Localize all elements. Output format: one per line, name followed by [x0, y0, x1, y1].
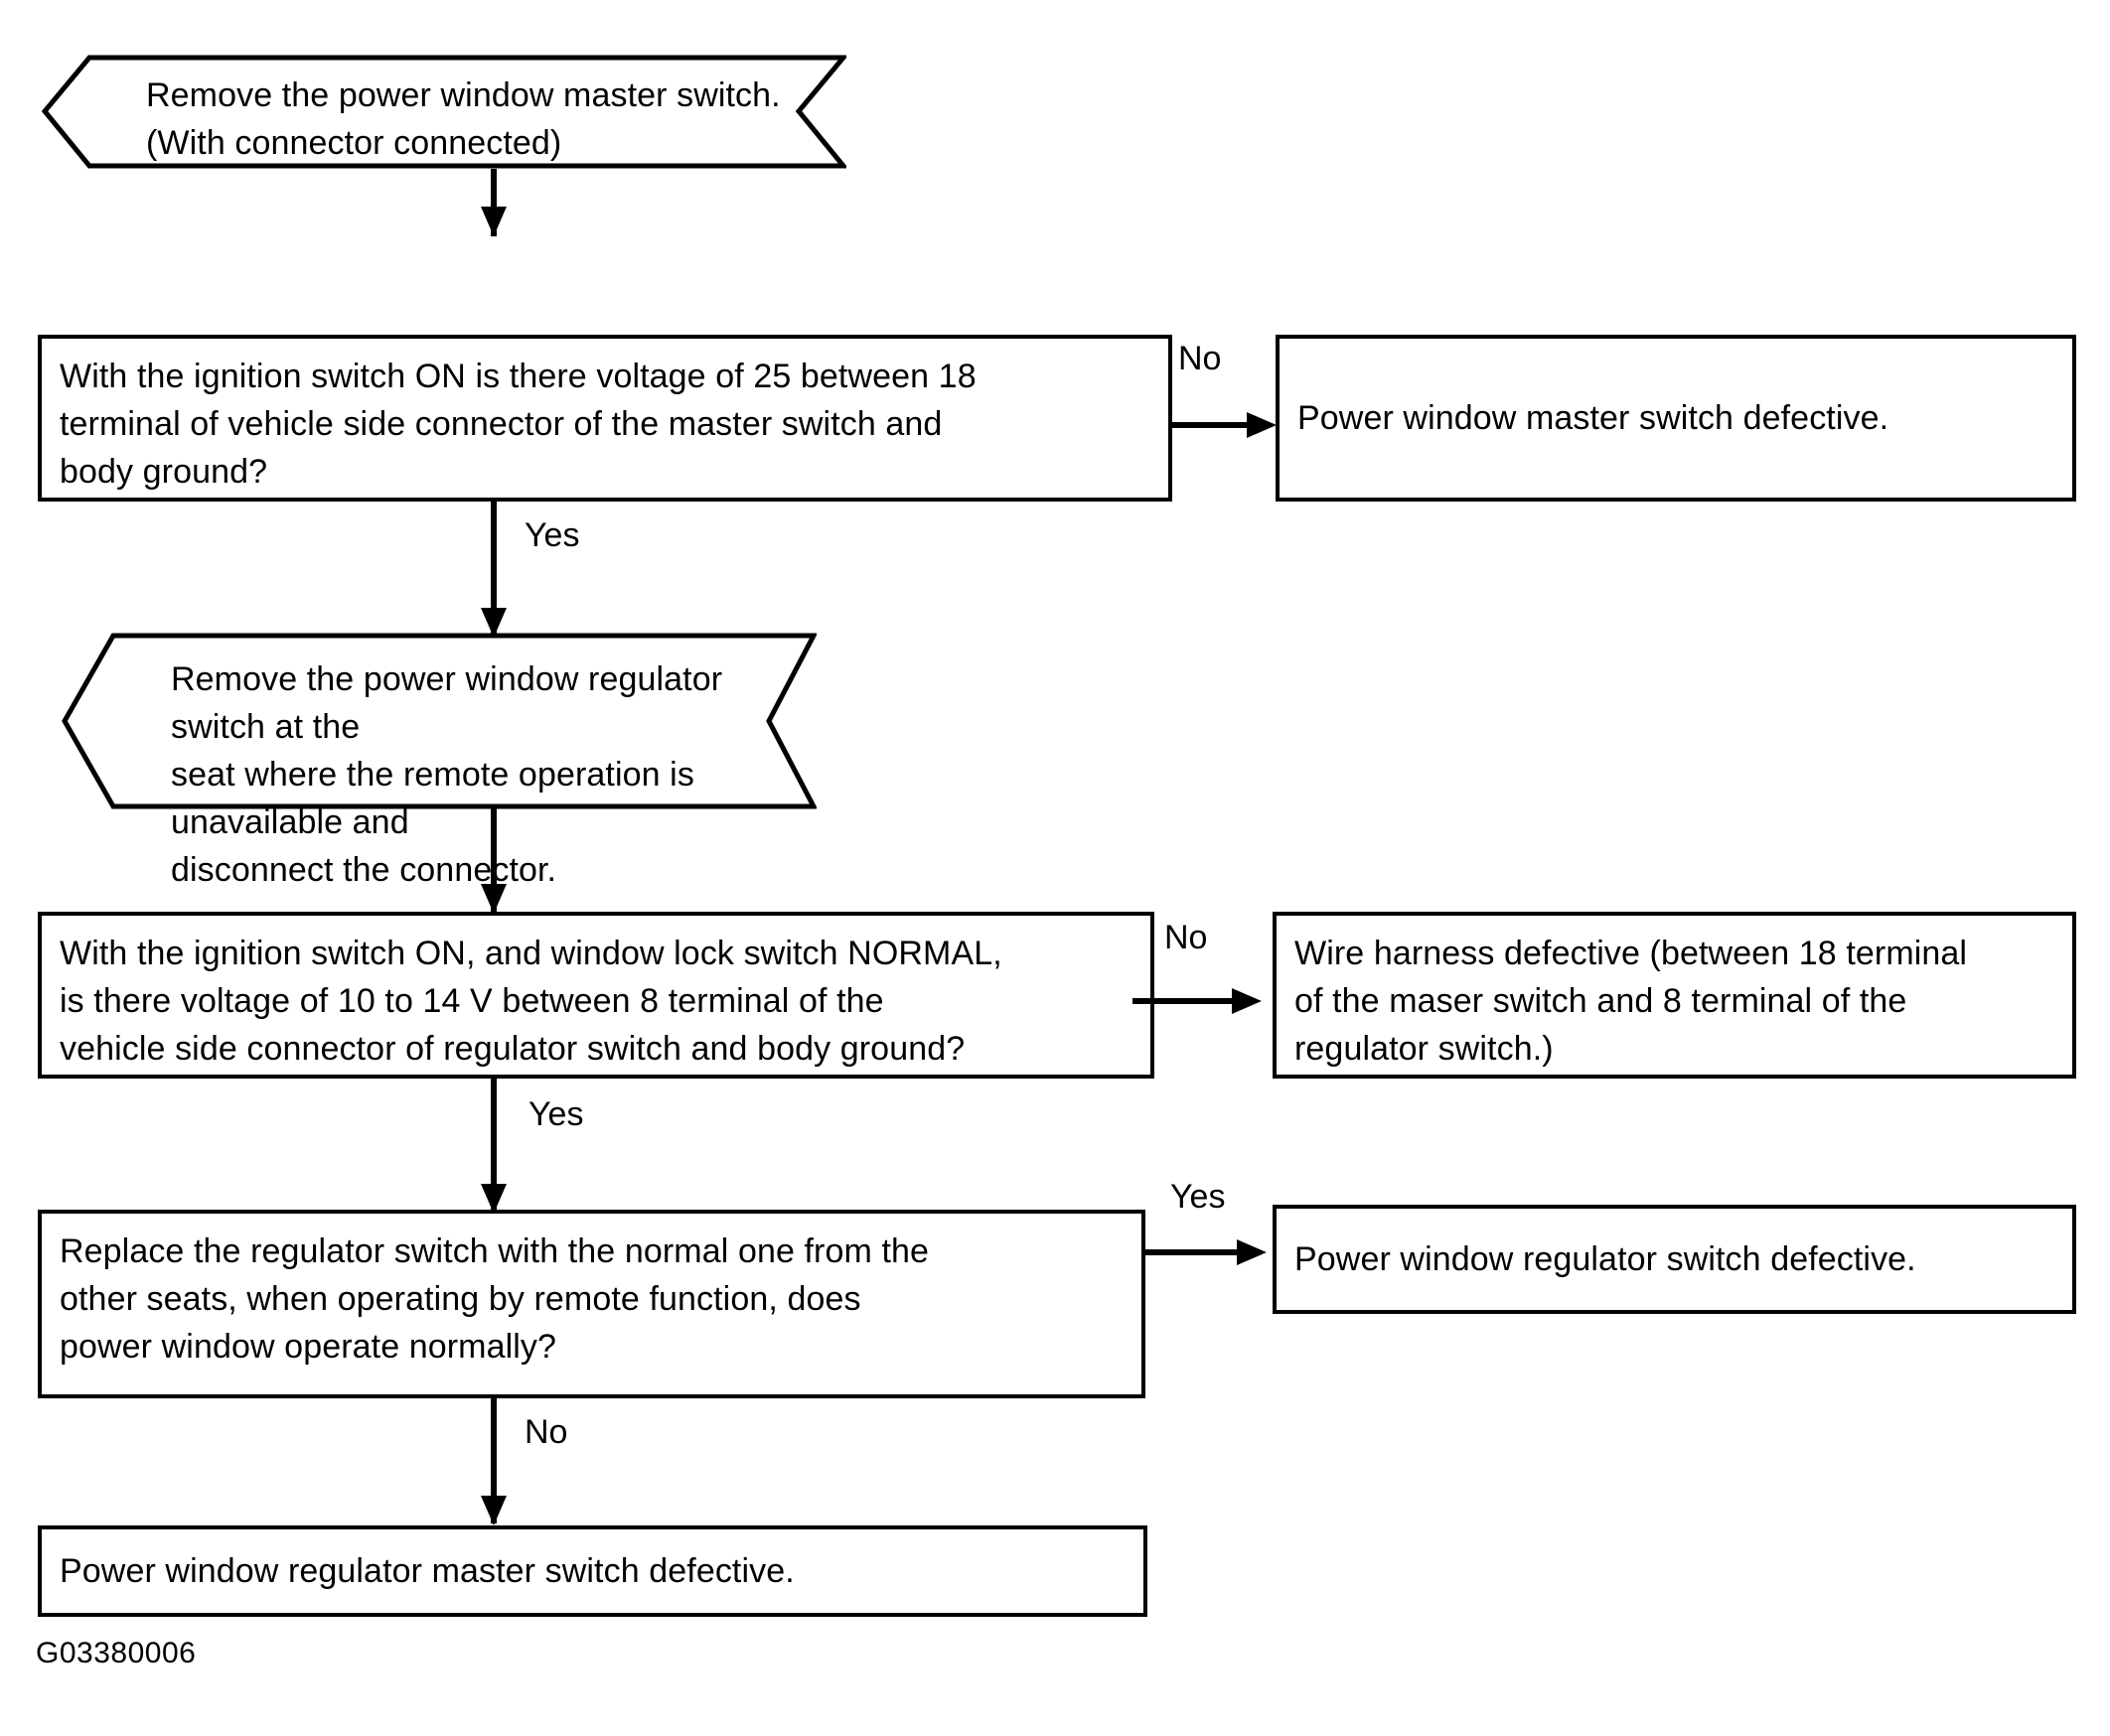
connector-n5-n6: [1132, 998, 1242, 1004]
node-result-wire-harness-defective: Wire harness defective (between 18 termi…: [1273, 912, 2076, 1079]
connector-n2-n3: [1172, 422, 1262, 428]
arrowhead-n1-n2: [481, 207, 507, 236]
figure-code: G03380006: [36, 1637, 197, 1669]
edge-label-yes-3: Yes: [1170, 1178, 1226, 1216]
edge-label-no-2: No: [1164, 919, 1208, 956]
edge-label-no-1: No: [1178, 340, 1222, 377]
node-label: Power window regulator switch defective.: [1294, 1240, 1916, 1278]
connector-n4-n5: [491, 806, 497, 912]
connector-n7-n8: [1142, 1249, 1252, 1255]
edge-label-yes-2: Yes: [528, 1095, 584, 1133]
arrowhead-n7-n8: [1237, 1239, 1267, 1265]
node-label: Power window regulator master switch def…: [60, 1552, 795, 1590]
node-label: With the ignition switch ON is there vol…: [60, 358, 977, 491]
hexagon-outline-2: [62, 633, 817, 809]
arrowhead-n4-n5: [481, 884, 507, 914]
node-label: Power window master switch defective.: [1297, 399, 1889, 437]
node-label: Replace the regulator switch with the no…: [60, 1232, 930, 1366]
node-q-replace-regulator-switch: Replace the regulator switch with the no…: [38, 1210, 1145, 1398]
node-label: Wire harness defective (between 18 termi…: [1294, 935, 1968, 1068]
node-result-regulator-master-switch-defective: Power window regulator master switch def…: [38, 1525, 1147, 1617]
arrowhead-n5-n7: [481, 1184, 507, 1214]
node-q-master-switch-voltage: With the ignition switch ON is there vol…: [38, 335, 1172, 502]
node-remove-master-switch: Remove the power window master switch. (…: [42, 55, 846, 169]
node-result-regulator-switch-defective: Power window regulator switch defective.: [1273, 1205, 2076, 1314]
connector-n1-n2: [491, 169, 497, 236]
edge-label-no-3: No: [525, 1413, 568, 1451]
node-label: Remove the power window regulator switch…: [171, 660, 723, 889]
node-label: Remove the power window master switch. (…: [146, 76, 781, 162]
node-remove-regulator-switch: Remove the power window regulator switch…: [62, 633, 817, 889]
connector-n5-n7: [491, 1079, 497, 1212]
arrowhead-n2-n4: [481, 608, 507, 638]
node-result-master-switch-defective: Power window master switch defective.: [1276, 335, 2076, 502]
connector-n7-n9: [491, 1398, 497, 1523]
node-q-regulator-switch-voltage: With the ignition switch ON, and window …: [38, 912, 1154, 1079]
arrowhead-n7-n9: [481, 1496, 507, 1525]
hexagon-outline-1: [42, 55, 846, 169]
node-label: With the ignition switch ON, and window …: [60, 935, 1002, 1068]
edge-label-yes-1: Yes: [525, 516, 580, 554]
arrowhead-n5-n6: [1232, 988, 1262, 1014]
arrowhead-n2-n3: [1247, 412, 1277, 438]
connector-n2-n4: [491, 502, 497, 636]
